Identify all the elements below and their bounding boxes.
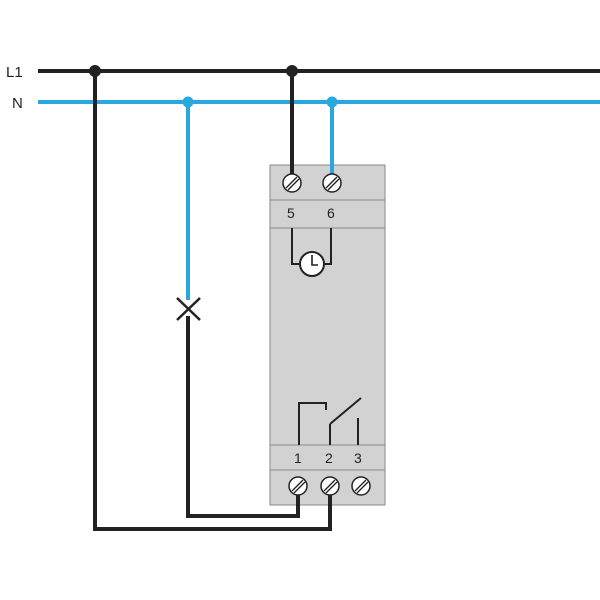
changeover-contact-icon: [298, 397, 362, 445]
terminal-number-1: 1: [294, 450, 302, 466]
terminal-screw-1: [288, 476, 308, 496]
terminal-number-5: 5: [287, 205, 295, 221]
lamp-cross-icon: [176, 297, 201, 321]
clock-icon: [291, 228, 332, 277]
timer-relay-module: [269, 164, 386, 506]
terminal-screw-3: [351, 476, 371, 496]
terminal-screw-2: [320, 476, 340, 496]
wire-l1-to-terminal-2: [93, 71, 332, 531]
terminal-screw-5: [282, 173, 302, 193]
terminal-screw-6: [322, 173, 342, 193]
terminal-number-3: 3: [354, 450, 362, 466]
n-label: N: [12, 95, 23, 112]
wire-lamp-to-terminal-1: [186, 316, 300, 518]
device-body: [269, 164, 386, 506]
terminal-number-2: 2: [325, 450, 333, 466]
terminal-number-6: 6: [327, 205, 335, 221]
l1-label: L1: [6, 64, 23, 81]
